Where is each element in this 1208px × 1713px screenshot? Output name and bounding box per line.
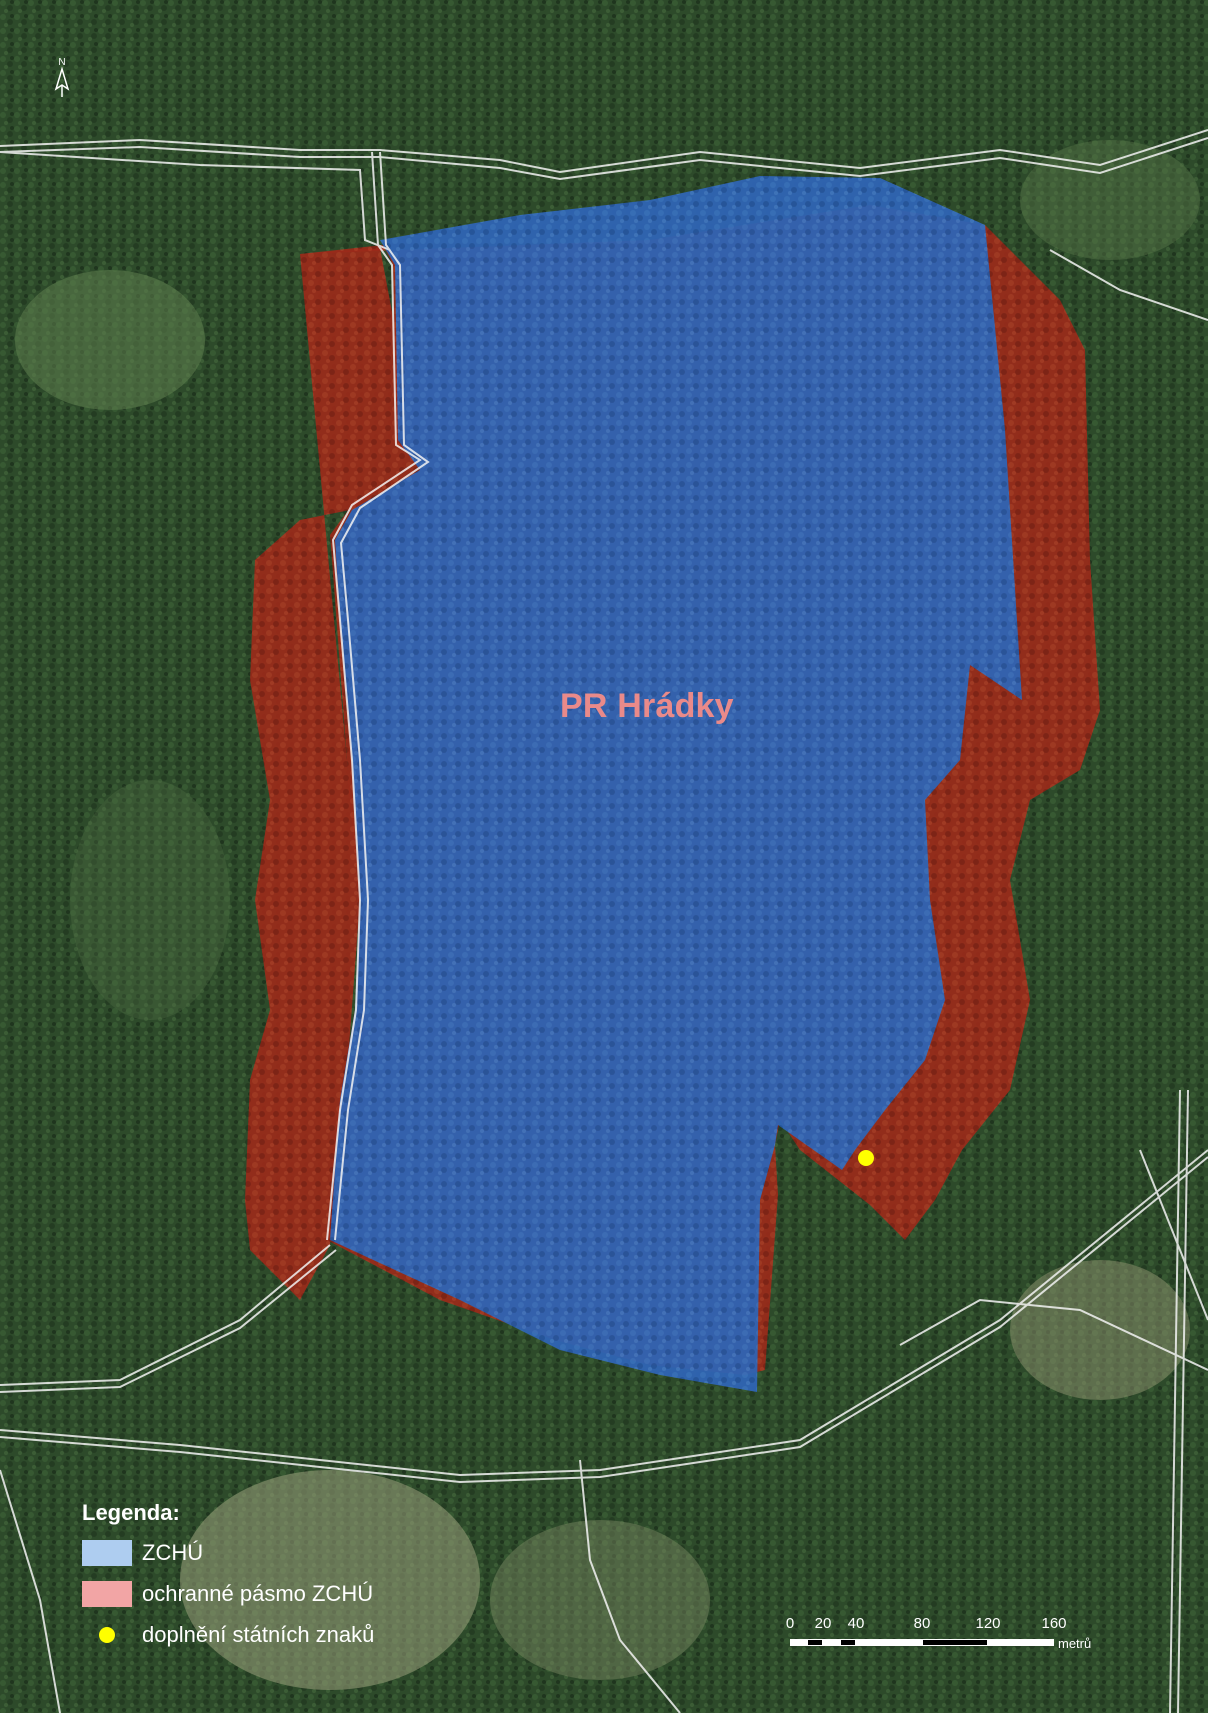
north-letter: N <box>58 57 65 68</box>
clearing-northwest <box>15 270 205 410</box>
clearing-south <box>490 1520 710 1680</box>
buffer-swatch-icon <box>82 1581 132 1607</box>
legend-item-buffer: ochranné pásmo ZCHÚ <box>82 1581 374 1607</box>
yellow-dot-icon <box>82 1622 132 1648</box>
map-title: PR Hrádky <box>560 687 734 725</box>
scale-segment <box>807 1639 823 1646</box>
north-arrow-icon: N <box>54 55 70 99</box>
buffer-zone-west-lobe <box>245 248 420 1300</box>
scale-unit: metrů <box>1058 1636 1092 1651</box>
clearing-northeast <box>1020 140 1200 260</box>
scale-tick-label: 0 <box>785 1615 795 1632</box>
scale-segment <box>790 1639 807 1646</box>
scale-segment <box>922 1639 988 1646</box>
scale-segment <box>840 1639 856 1646</box>
scale-tick-label: 20 <box>814 1615 832 1632</box>
legend-title: Legenda: <box>82 1500 180 1525</box>
legend-item-label: ochranné pásmo ZCHÚ <box>142 1581 374 1606</box>
road-lines <box>0 129 1208 1713</box>
legend-item-marker: doplnění státních znaků <box>82 1622 374 1648</box>
legend-item-zchu: ZCHÚ <box>82 1540 374 1566</box>
scale-tick-label: 40 <box>847 1615 865 1632</box>
zchu-polygon <box>330 176 1022 1392</box>
legend-item-label: doplnění státních znaků <box>142 1622 375 1647</box>
scale-segment <box>823 1639 840 1646</box>
scale-tick-label: 160 <box>1041 1615 1067 1632</box>
clearing-east <box>1010 1260 1190 1400</box>
state-sign-marker <box>858 1150 874 1166</box>
clearing-southwest <box>180 1470 480 1690</box>
scale-tick-label: 80 <box>913 1615 931 1632</box>
scale-tick-label: 120 <box>975 1615 1001 1632</box>
scale-bar: 0 20 40 80 120 160 metrů <box>782 1615 1112 1655</box>
clearing-west <box>70 780 230 1020</box>
legend: Legenda: ZCHÚ ochranné pásmo ZCHÚ doplně… <box>82 1500 374 1663</box>
scale-segment <box>856 1639 922 1646</box>
zchu-swatch-icon <box>82 1540 132 1566</box>
scale-segment <box>988 1639 1054 1646</box>
legend-item-label: ZCHÚ <box>142 1540 204 1565</box>
